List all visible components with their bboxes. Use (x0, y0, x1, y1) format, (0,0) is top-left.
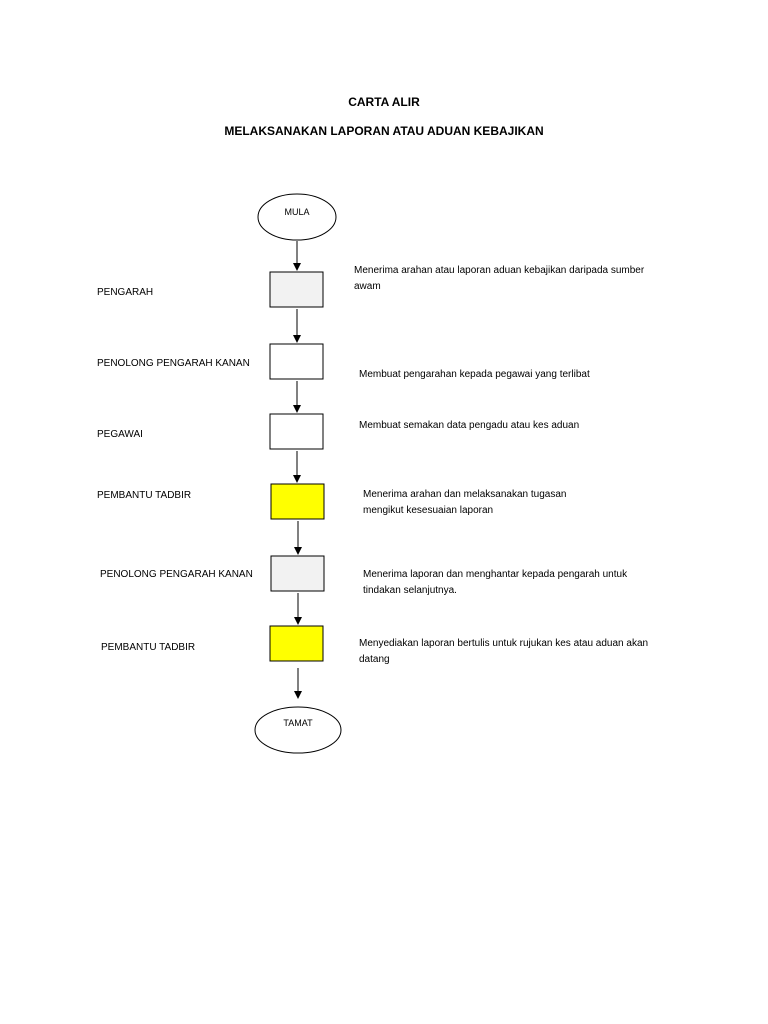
end-label: TAMAT (283, 718, 313, 728)
step-description-1: Menerima arahan atau laporan aduan kebaj… (354, 265, 645, 292)
role-label-penolong-pengarah-kanan-2: PENOLONG PENGARAH KANAN (100, 569, 253, 580)
step-box-pembantu-tadbir (270, 483, 325, 520)
step-box-pegawai (269, 413, 324, 450)
role-label-pembantu-tadbir-2: PEMBANTU TADBIR (101, 642, 196, 653)
step-description-4: Menerima arahan dan melaksanakan tugasan… (363, 489, 567, 516)
chart-subtitle: MELAKSANAKAN LAPORAN ATAU ADUAN KEBAJIKA… (224, 124, 544, 138)
role-label-pembantu-tadbir: PEMBANTU TADBIR (97, 490, 192, 501)
role-label-pengarah: PENGARAH (97, 287, 154, 298)
step-description-2: Membuat pengarahan kepada pegawai yang t… (359, 369, 590, 380)
role-label-pegawai: PEGAWAI (97, 429, 143, 440)
chart-title: CARTA ALIR (348, 95, 420, 109)
end-oval (254, 706, 342, 754)
step-description-5: Menerima laporan dan menghantar kepada p… (363, 569, 628, 596)
step-description-3: Membuat semakan data pengadu atau kes ad… (359, 420, 580, 431)
step-box-pembantu-tadbir-2 (269, 625, 324, 662)
step-box-pengarah (269, 271, 324, 308)
start-label: MULA (284, 207, 310, 217)
step-description-6: Menyediakan laporan bertulis untuk rujuk… (359, 638, 649, 665)
role-label-penolong-pengarah-kanan: PENOLONG PENGARAH KANAN (97, 358, 250, 369)
step-box-penolong-pengarah-kanan (269, 343, 324, 380)
step-box-penolong-pengarah-kanan-2 (270, 555, 325, 592)
start-oval (257, 193, 337, 241)
